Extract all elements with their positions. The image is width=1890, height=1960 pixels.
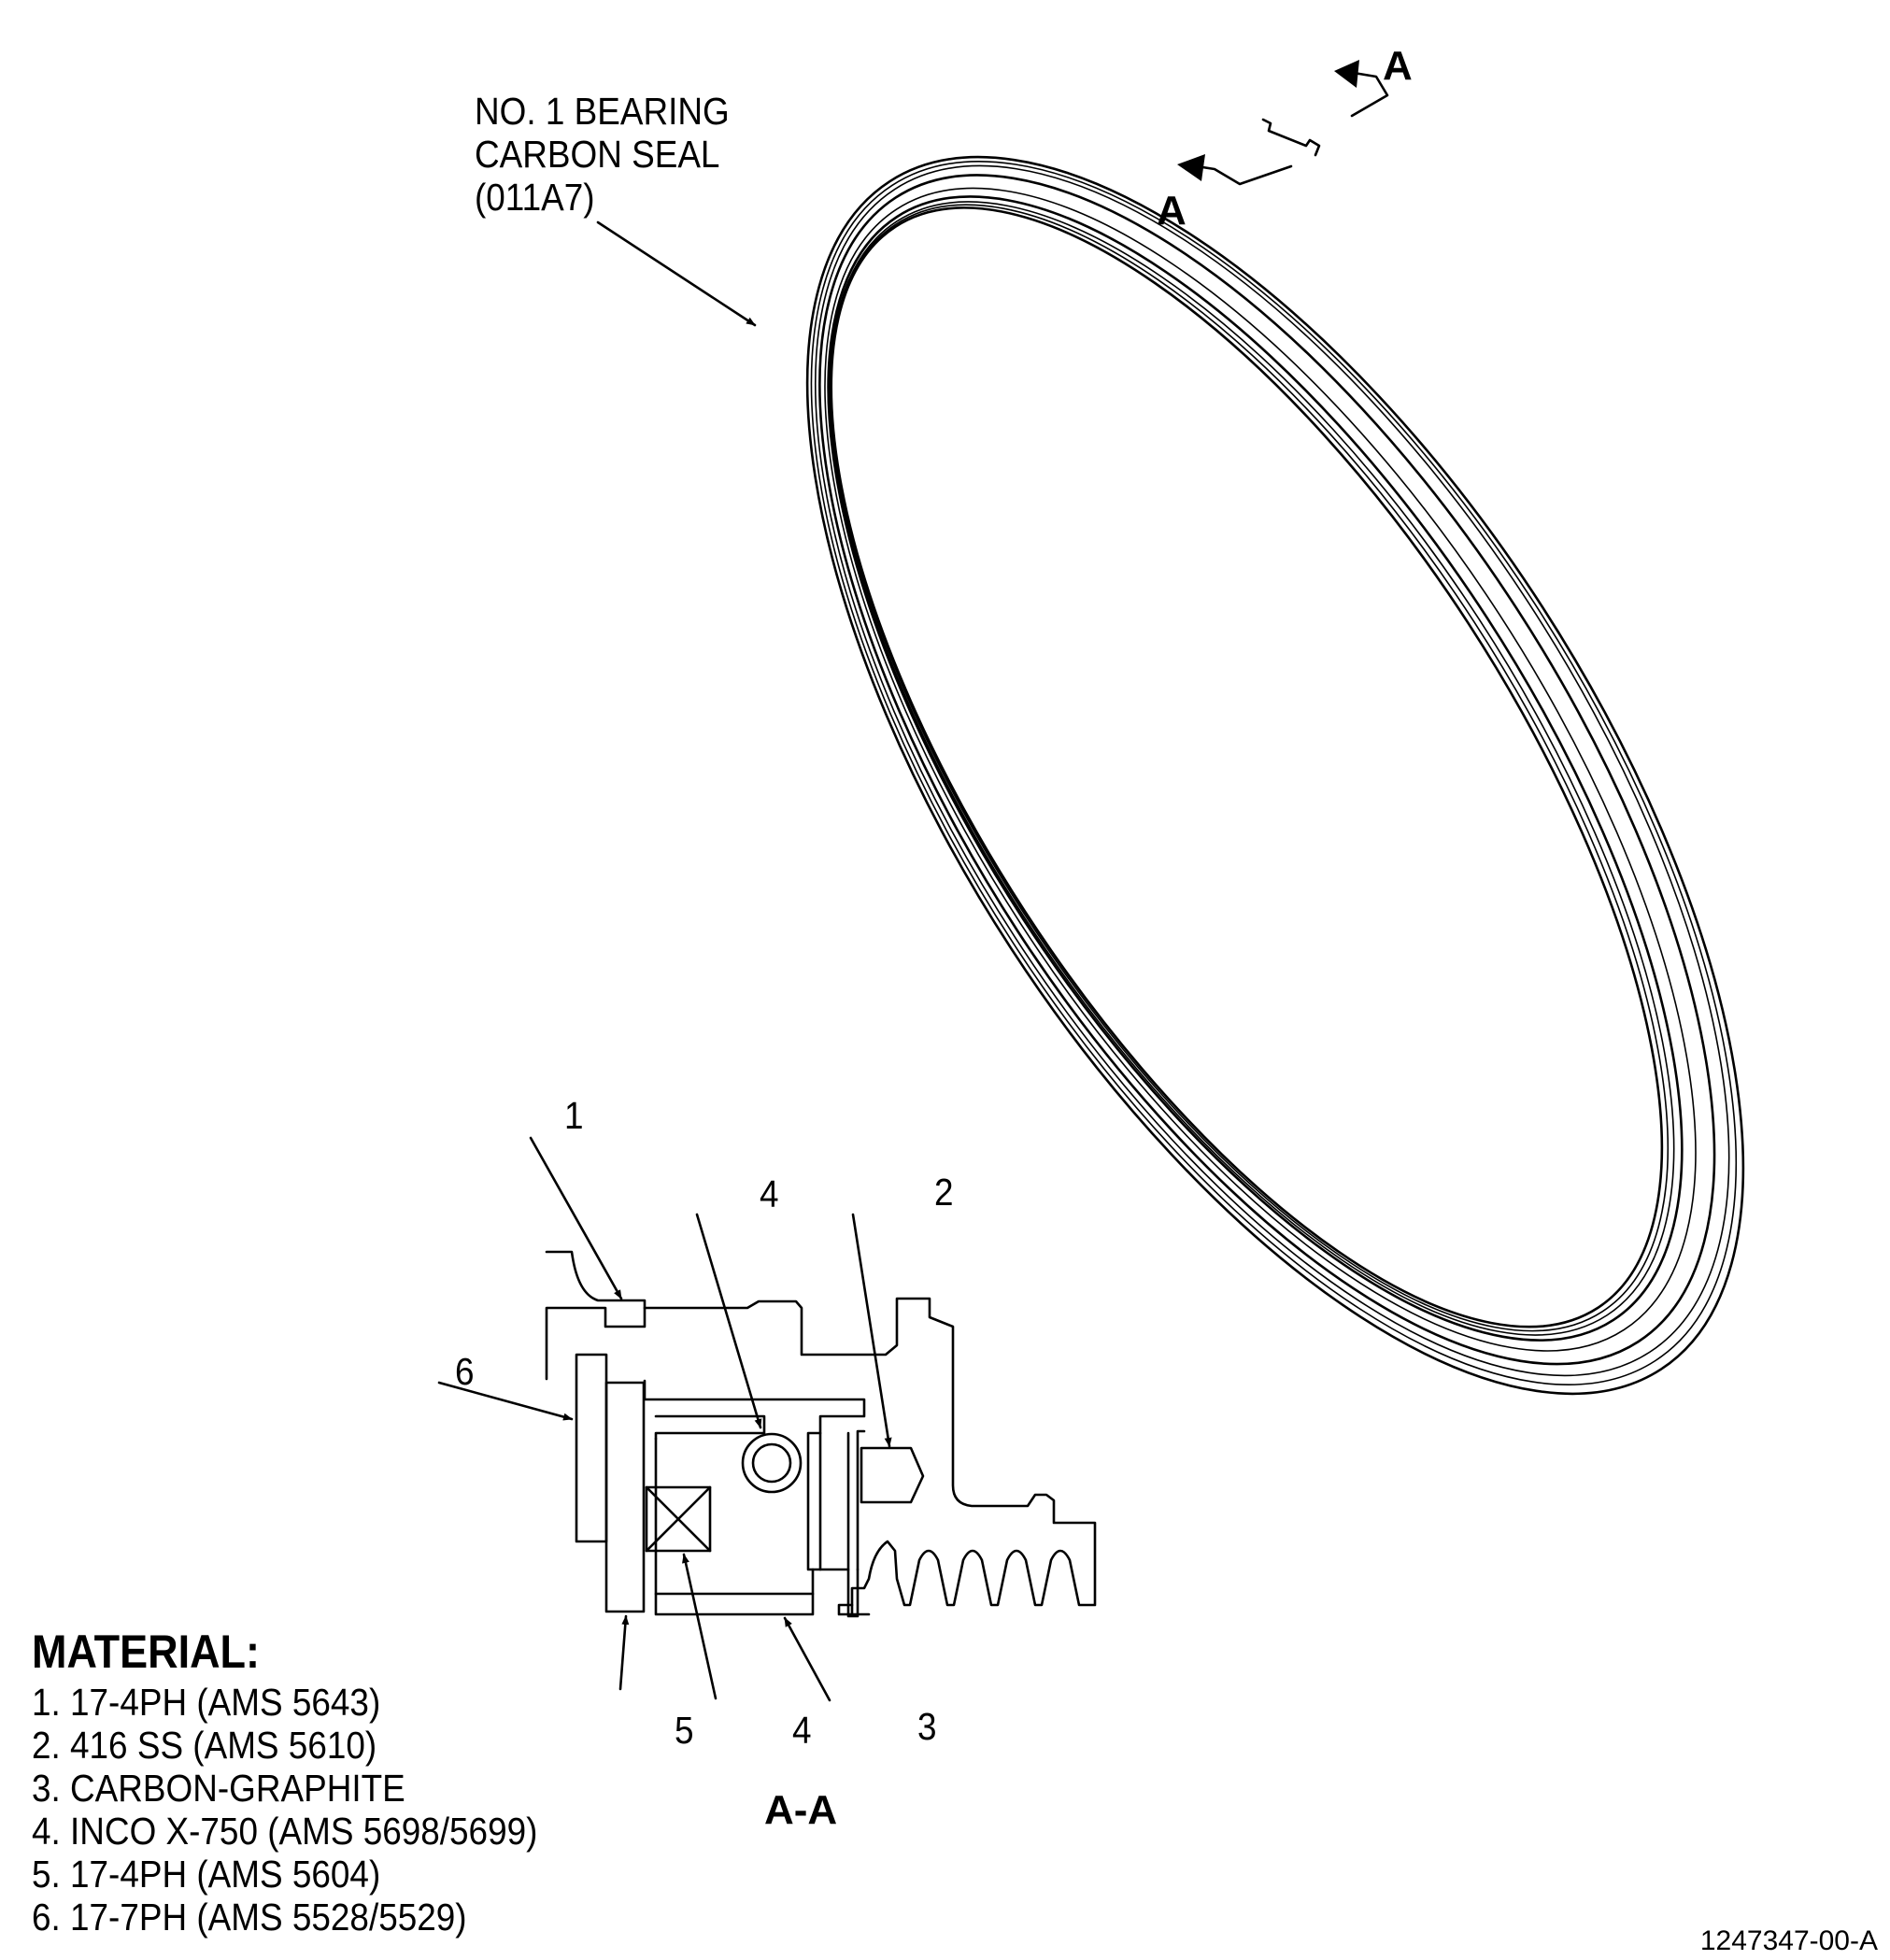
housing-body — [643, 1297, 1097, 1616]
material-item-2: 2. 416 SS (AMS 5610) — [32, 1725, 377, 1767]
garter-ring-part-4 — [741, 1432, 803, 1494]
material-item-3: 3. CARBON-GRAPHITE — [32, 1768, 405, 1810]
material-item-6: 6. 17-7PH (AMS 5528/5529) — [32, 1896, 467, 1939]
seal-label-line-3: (011A7) — [475, 177, 595, 219]
seal-label-line-1: NO. 1 BEARING — [475, 91, 730, 133]
callout-leader-2 — [851, 1213, 892, 1448]
callout-leader-3 — [783, 1616, 831, 1702]
seal-leader-line — [596, 220, 757, 327]
material-heading: MATERIAL: — [32, 1626, 260, 1679]
section-marker-upper: A — [1334, 43, 1413, 118]
section-a-a: 1 2 3 4 4 5 6 A-A — [437, 1095, 1097, 1833]
seal-joint — [1261, 118, 1321, 157]
seal-label-line-2: CARBON SEAL — [475, 134, 719, 176]
section-marker-letter: A — [1383, 43, 1413, 89]
callout-3: 3 — [917, 1706, 937, 1748]
callout-2: 2 — [934, 1172, 954, 1214]
spring-element-part-4 — [645, 1485, 712, 1553]
callout-leader-5 — [618, 1614, 630, 1691]
callout-leader-1 — [529, 1136, 623, 1300]
callout-leader-4-top — [695, 1213, 762, 1429]
plate-part-5 — [604, 1381, 646, 1613]
callout-6: 6 — [455, 1351, 475, 1393]
callout-4-bottom: 4 — [792, 1710, 812, 1752]
callout-1: 1 — [564, 1095, 584, 1137]
pin-part-2 — [860, 1446, 925, 1504]
figure-id: 1247347-00-A — [1700, 1925, 1878, 1956]
callout-5: 5 — [675, 1710, 694, 1752]
carbon-part-3 — [654, 1592, 815, 1616]
callout-leader-6 — [437, 1381, 574, 1421]
material-item-1: 1. 17-4PH (AMS 5643) — [32, 1682, 380, 1724]
plate-part-6 — [575, 1353, 608, 1543]
material-list: MATERIAL: 1. 17-4PH (AMS 5643) 2. 416 SS… — [32, 1626, 537, 1939]
callout-leader-4-bottom — [682, 1553, 718, 1700]
seal-label: NO. 1 BEARING CARBON SEAL (011A7) — [475, 91, 757, 327]
callout-4-top: 4 — [760, 1173, 779, 1215]
seal-ring — [805, 118, 1745, 1396]
section-marker-letter: A — [1157, 188, 1187, 234]
section-title: A-A — [764, 1787, 837, 1833]
material-item-4: 4. INCO X-750 (AMS 5698/5699) — [32, 1811, 537, 1853]
material-item-5: 5. 17-4PH (AMS 5604) — [32, 1853, 380, 1896]
housing-part-1 — [545, 1250, 647, 1381]
section-marker-lower: A — [1157, 154, 1293, 234]
seal-holder — [643, 1379, 866, 1618]
